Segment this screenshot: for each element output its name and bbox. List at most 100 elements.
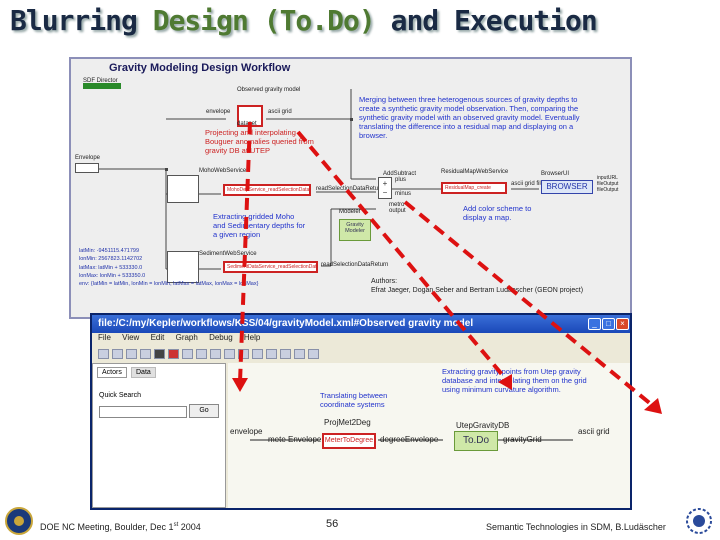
workflow-canvas[interactable]: Extracting gravity points from Utep grav… — [228, 363, 630, 508]
menu-bar: File View Edit Graph Debug Help — [92, 333, 630, 346]
menu-file[interactable]: File — [98, 333, 111, 342]
footer-meeting-text: DOE NC Meeting, Boulder, Dec 1 — [40, 522, 174, 532]
quick-search-label: Quick Search — [99, 392, 142, 399]
browser-ui-label: BrowserUI — [541, 171, 570, 177]
ascii-grid-port: ascii grid — [578, 427, 610, 436]
residual-service-label: ResidualMapWebService — [441, 169, 509, 175]
ascii-grid-label: ascii grid — [268, 109, 292, 115]
zoom-reset-icon[interactable] — [112, 349, 123, 359]
run-icon[interactable] — [154, 349, 165, 359]
parameter-icon[interactable] — [294, 349, 305, 359]
doe-logo — [5, 507, 33, 535]
moho-output-label: readSelectionDataReturn — [316, 186, 384, 192]
title-part-execution: and Execution — [374, 4, 598, 37]
envelope-input-label: Envelope — [75, 155, 101, 161]
stop-icon[interactable] — [168, 349, 179, 359]
residual-output-label: ascii grid file — [511, 181, 545, 187]
tab-data[interactable]: Data — [131, 367, 156, 378]
observed-gravity-label: Observed gravity model — [237, 87, 301, 93]
note-merging: Merging between three heterogenous sourc… — [359, 95, 580, 140]
window-title-bar[interactable]: file:/C:/my/Kepler/workflows/KSS/04/grav… — [92, 315, 630, 333]
port-icon[interactable] — [182, 349, 193, 359]
input-port-icon[interactable] — [210, 349, 221, 359]
envelope-input-box[interactable] — [75, 163, 99, 173]
library-pane: Actors Data Quick Search Go — [92, 363, 226, 508]
note-extract-gravity: Extracting gravity points from Utep grav… — [442, 367, 587, 394]
browser-port-output-1: fileOutput — [597, 181, 619, 187]
title-part-blurring: Blurring — [10, 4, 153, 37]
gravity-grid-port: gravityGrid — [503, 435, 542, 444]
maximize-icon[interactable]: □ — [602, 318, 615, 330]
annotation-icon[interactable] — [266, 349, 277, 359]
moho-service-label: MohoWebService — [199, 168, 247, 174]
footer-meeting: DOE NC Meeting, Boulder, Dec 1st 2004 — [40, 522, 201, 532]
layout-icon[interactable] — [308, 349, 319, 359]
zoom-in-icon[interactable] — [98, 349, 109, 359]
minimize-icon[interactable]: _ — [588, 318, 601, 330]
metro-output-label: metro output — [389, 202, 406, 214]
close-icon[interactable]: × — [616, 318, 629, 330]
residual-actor[interactable]: ResidualMap_create — [441, 182, 507, 194]
param-lat-min: latMin: -9451115.471799 — [79, 248, 140, 254]
browser-port-input: inputURL — [597, 175, 618, 181]
io-port-icon[interactable] — [238, 349, 249, 359]
meter-to-degree-actor[interactable]: MeterToDegree — [322, 433, 376, 449]
menu-help[interactable]: Help — [243, 333, 261, 342]
note-translating: Translating between coordinate systems — [320, 391, 388, 409]
slide-title: Blurring Design (To.Do) and Execution — [10, 4, 598, 37]
plus-label: plus — [395, 177, 407, 183]
go-button[interactable]: Go — [189, 404, 219, 418]
sdf-director[interactable] — [83, 83, 121, 90]
page-number: 56 — [326, 518, 339, 530]
sediment-service-label: SedimentWebService — [199, 251, 257, 257]
note-extracting: Extracting gridded Moho and Sedimentary … — [213, 212, 306, 239]
param-lon-min: lonMin: 2567823.1142702 — [79, 256, 143, 263]
authors-names: Efrat Jaeger, Dogan Seber and Bertram Lu… — [371, 287, 584, 294]
envelope-port: envelope — [230, 427, 263, 436]
browser-port-output-2: fileOutput — [597, 187, 619, 193]
gravity-modeler-actor[interactable]: Gravity Modeler — [339, 219, 371, 241]
zoom-out-icon[interactable] — [140, 349, 151, 359]
toolbar — [92, 346, 630, 360]
kepler-window: file:/C:/my/Kepler/workflows/KSS/04/grav… — [90, 313, 632, 510]
param-lon-max: lonMax: lonMin + 533350.0 — [79, 272, 146, 279]
workflow-title: Gravity Modeling Design Workflow — [109, 62, 291, 74]
moho-params-box — [167, 175, 199, 203]
utep-title: UtepGravityDB — [456, 421, 510, 430]
tab-actors[interactable]: Actors — [97, 367, 127, 378]
director-icon[interactable] — [280, 349, 291, 359]
browser-ports: inputURL fileOutput fileOutput — [597, 175, 618, 193]
relation-icon[interactable] — [196, 349, 207, 359]
param-lat-max: latMax: latMin + 533330.0 — [79, 264, 143, 271]
menu-debug[interactable]: Debug — [209, 333, 233, 342]
param-env: env: {latMin = latMin, lonMin = lonMin, … — [79, 281, 259, 288]
sediment-params-box — [167, 251, 199, 283]
parameters-list: latMin: -9451115.471799 lonMin: 2567823.… — [79, 247, 259, 288]
menu-edit[interactable]: Edit — [150, 333, 165, 342]
title-part-design: Design (To.Do) — [152, 4, 376, 37]
zoom-fit-icon[interactable] — [126, 349, 137, 359]
browser-button[interactable]: BROWSER — [541, 180, 593, 194]
canvas-connections — [250, 439, 573, 441]
minus-label: minus — [395, 191, 412, 197]
menu-graph[interactable]: Graph — [175, 333, 198, 342]
footer-meeting-year: 2004 — [178, 522, 201, 532]
window-title: file:/C:/my/Kepler/workflows/KSS/04/grav… — [98, 318, 474, 329]
degree-envelope-port: degreeEnvelope — [380, 435, 439, 444]
menu-view[interactable]: View — [122, 333, 140, 342]
proj-actor-title: ProjMet2Deg — [324, 418, 371, 427]
quick-search-input[interactable] — [99, 406, 187, 418]
modeler-label: Modeler — [339, 209, 361, 215]
todo-actor[interactable]: To.Do — [454, 431, 498, 451]
moho-actor[interactable]: MohoDepService_readSelectionData — [223, 184, 311, 196]
output-port-icon[interactable] — [224, 349, 235, 359]
note-color-scheme: Add color scheme to display a map. — [463, 204, 532, 222]
multiport-icon[interactable] — [252, 349, 263, 359]
sediment-output-label: readSelectionDataReturn — [321, 262, 389, 268]
add-subtract-actor[interactable]: +− — [378, 177, 392, 199]
envelope-port-label: envelope — [206, 109, 231, 115]
dataset-label: dataset — [237, 121, 257, 127]
sediment-actor[interactable]: SedimentDataService_readSelectionData — [223, 261, 318, 273]
authors-label: Authors: — [371, 278, 398, 285]
design-workflow-panel: Gravity Modeling Design Workflow SDF Dir… — [69, 57, 632, 319]
